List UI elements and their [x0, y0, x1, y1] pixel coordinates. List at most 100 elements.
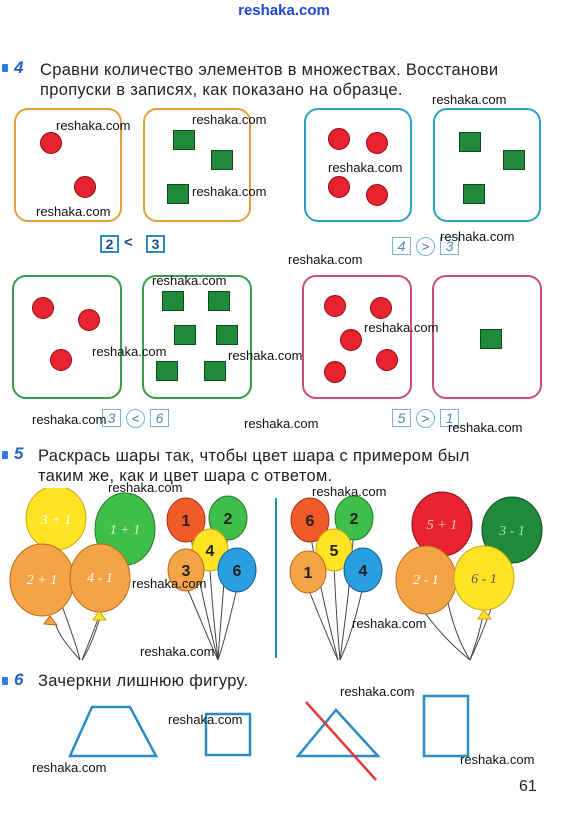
- green-square: [162, 291, 184, 311]
- shapes-illustration: [68, 694, 470, 781]
- answer-label: 2: [350, 511, 359, 528]
- set-box-squares-1: [432, 275, 542, 399]
- watermark-text: reshaka.com: [328, 160, 403, 175]
- compare-cell: 6: [150, 409, 169, 427]
- task-6-number: 6: [14, 670, 24, 689]
- compare-cell: 3: [146, 235, 165, 253]
- answer-label: 4: [359, 563, 368, 580]
- green-square: [156, 361, 178, 381]
- set-box-squares-3b: [433, 108, 541, 222]
- red-circle: [340, 329, 362, 351]
- compare-cell: 1: [440, 409, 459, 427]
- green-square: [167, 184, 189, 204]
- red-circle: [376, 349, 398, 371]
- watermark-text: reshaka.com: [448, 420, 523, 435]
- answer-label: 5: [330, 543, 339, 560]
- compare-cell: 5: [392, 409, 411, 427]
- site-header-link[interactable]: reshaka.com: [238, 2, 330, 19]
- answer-balloon: [167, 548, 205, 592]
- red-circle: [324, 361, 346, 383]
- answer-balloon: [334, 495, 374, 541]
- set-box-circles-2: [14, 108, 122, 222]
- red-circle: [74, 176, 96, 198]
- watermark-text: reshaka.com: [352, 616, 427, 631]
- example-label: 2 + 1: [27, 573, 57, 588]
- red-circle: [370, 297, 392, 319]
- example-balloon: [481, 496, 543, 564]
- red-circle: [40, 132, 62, 154]
- green-square: [216, 325, 238, 345]
- task-5-line-1: Раскрась шары так, чтобы цвет шара с при…: [38, 447, 470, 465]
- green-square: [174, 325, 196, 345]
- task-4-line-2: пропуски в записях, как показано на обра…: [40, 81, 403, 99]
- trapezoid-shape[interactable]: [68, 705, 159, 758]
- set-box-circles-5: [302, 275, 412, 399]
- example-label: 2 - 1: [413, 573, 439, 588]
- answer-label: 6: [306, 513, 315, 530]
- red-circle: [328, 176, 350, 198]
- compare-sign-circle[interactable]: >: [416, 409, 435, 428]
- red-circle: [50, 349, 72, 371]
- set-box-circles-4: [304, 108, 412, 222]
- answer-balloon: [208, 495, 248, 541]
- answer-label: 3: [182, 563, 191, 580]
- green-square: [463, 184, 485, 204]
- red-circle: [328, 128, 350, 150]
- set-box-squares-6: [142, 275, 252, 399]
- task-marker: [2, 451, 8, 459]
- square-shape[interactable]: [204, 712, 252, 757]
- watermark-text: reshaka.com: [32, 760, 107, 775]
- balloons-illustration: 3 + 1 1 + 1 2 + 1 4 - 1 1 2 4 3 6 6 2 5 …: [9, 488, 543, 661]
- watermark-text: reshaka.com: [168, 712, 243, 727]
- red-circle: [32, 297, 54, 319]
- answer-label: 1: [304, 565, 313, 582]
- green-square: [480, 329, 502, 349]
- compare-cell: 4: [392, 237, 411, 255]
- red-circle: [324, 295, 346, 317]
- answer-label: 6: [233, 563, 242, 580]
- green-square: [204, 361, 226, 381]
- set-box-squares-3: [143, 108, 251, 222]
- page-number: 61: [519, 778, 537, 795]
- red-circle: [366, 184, 388, 206]
- watermark-text: reshaka.com: [108, 480, 183, 495]
- answer-balloon: [343, 547, 383, 593]
- example-label: 6 - 1: [471, 572, 497, 587]
- watermark-text: reshaka.com: [36, 204, 111, 219]
- red-circle: [78, 309, 100, 331]
- set-box-circles-3: [12, 275, 122, 399]
- task-5-number: 5: [14, 444, 24, 463]
- green-square: [459, 132, 481, 152]
- compare-sign-circle[interactable]: >: [416, 237, 435, 256]
- balloon-knot: [43, 615, 59, 626]
- watermark-text: reshaka.com: [364, 320, 439, 335]
- task-5-line-2: таким же, как и цвет шара с ответом.: [38, 467, 333, 485]
- answer-label: 4: [206, 543, 215, 560]
- task-4-line-1: Сравни количество элементов в множествах…: [40, 61, 499, 79]
- rectangle-shape[interactable]: [422, 694, 470, 758]
- green-square: [173, 130, 195, 150]
- watermark-text: reshaka.com: [92, 344, 167, 359]
- example-label: 1 + 1: [110, 523, 140, 538]
- watermark-text: reshaka.com: [140, 644, 215, 659]
- answer-balloon: [315, 528, 353, 572]
- watermark-text: reshaka.com: [132, 576, 207, 591]
- watermark-text: reshaka.com: [340, 684, 415, 699]
- triangle-shape[interactable]: [295, 708, 381, 758]
- answer-label: 1: [182, 513, 191, 530]
- watermark-text: reshaka.com: [244, 416, 319, 431]
- example-label: 4 - 1: [87, 571, 113, 586]
- example-label: 3 - 1: [498, 524, 525, 539]
- example-label: 3 + 1: [40, 513, 71, 528]
- watermark-text: reshaka.com: [32, 412, 107, 427]
- answer-balloon: [289, 550, 327, 594]
- example-label: 5 + 1: [427, 518, 457, 533]
- task-marker: [2, 677, 8, 685]
- task-marker: [2, 64, 8, 72]
- section-divider: [275, 498, 277, 658]
- watermark-text: reshaka.com: [288, 252, 363, 267]
- compare-sign-circle[interactable]: <: [126, 409, 145, 428]
- watermark-text: reshaka.com: [460, 752, 535, 767]
- watermark-text: reshaka.com: [432, 92, 507, 107]
- task-6-text: Зачеркни лишнюю фигуру.: [38, 672, 249, 690]
